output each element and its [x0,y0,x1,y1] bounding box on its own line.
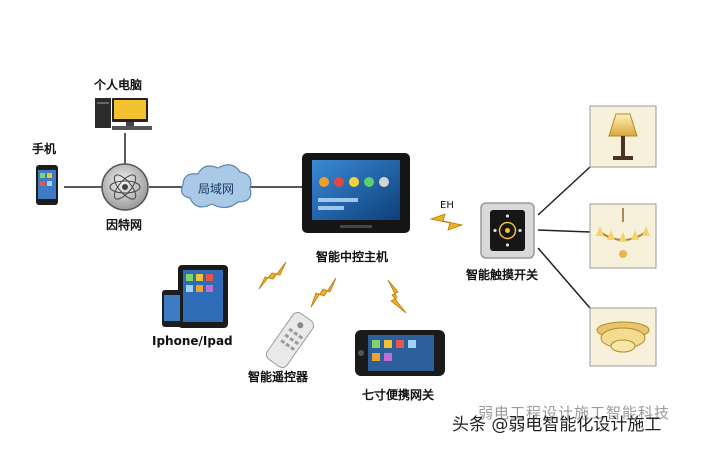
internet-globe-icon [101,163,149,211]
switch-to-lamp-line [537,166,591,216]
controller-screen-icon [302,153,410,233]
pc-icon [95,98,152,130]
chandelier-icon [589,203,657,269]
gateway-label: 七寸便携网关 [362,388,435,402]
lightning-to-gateway [387,279,407,314]
internet-label: 因特网 [106,218,143,232]
switch-to-ceiling-line [537,247,591,309]
lan-cloud-icon [180,164,252,209]
table-lamp-icon [589,105,657,168]
ceiling-light-icon [589,307,657,367]
phone-icon [36,165,58,205]
connection-lines [64,133,591,309]
iphone-ipad-label: Iphone/Ipad [152,334,233,348]
pc-label: 个人电脑 [94,78,143,92]
touch-switch-icon [480,202,535,259]
touch-switch-label: 智能触摸开关 [466,268,539,282]
remote-label: 智能遥控器 [248,370,309,384]
watermark: 头条 @弱电智能化设计施工 [452,415,662,435]
switch-to-chandelier-line [537,229,591,233]
lightning-to-remote [310,277,337,308]
iphone-icon [162,290,182,327]
lightning-to-switch [429,213,464,231]
portable-gateway-icon [355,330,445,376]
controller-label: 智能中控主机 [316,250,389,264]
lan-label: 局域网 [198,182,235,196]
phone-label: 手机 [32,142,57,156]
ipad-icon [178,265,228,328]
remote-control-icon [265,312,315,368]
eh-label: EH [440,200,454,211]
lightning-icon [258,213,464,314]
watermark-faint: 弱电工程设计施工智能科技 [478,404,671,422]
lightning-to-ipad [258,261,287,290]
